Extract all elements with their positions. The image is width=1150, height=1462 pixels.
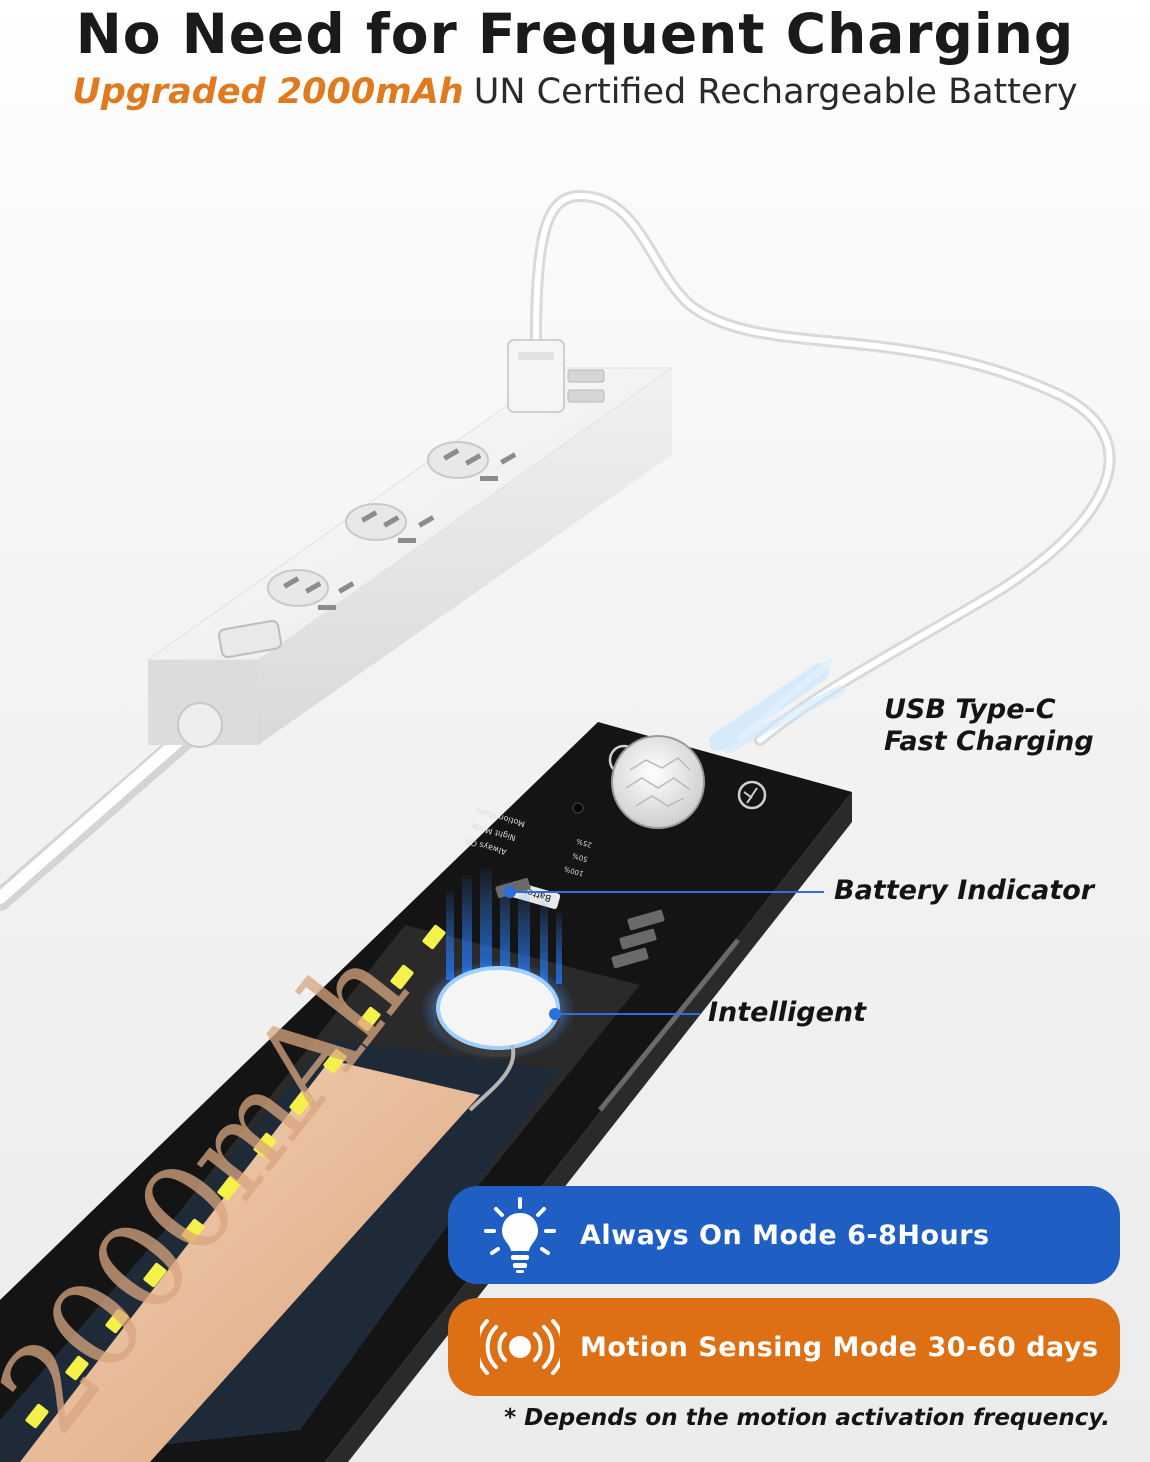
light-strip: 2000mAh Battery 100% 50% 25% Always ON N… (0, 722, 852, 1462)
page-title: No Need for Frequent Charging (75, 2, 1075, 66)
light-sensor (572, 802, 584, 814)
subtitle-text: UN Certified Rechargeable Battery (473, 72, 1078, 112)
battery-indicator-callout: Battery Indicator (834, 875, 1095, 906)
motion-sensor-icon (480, 1319, 560, 1375)
mode-indicator-2 (619, 928, 657, 950)
usb-callout: USB Type-C Fast Charging (884, 694, 1094, 758)
outlet-1 (267, 569, 355, 610)
always-on-mode-pill: Always On Mode 6-8Hours (448, 1186, 1120, 1284)
footnote: * Depends on the motion activation frequ… (504, 1405, 1110, 1431)
cord-grommet (177, 702, 223, 748)
usb-plug (507, 339, 565, 413)
motion-sensing-mode-label: Motion Sensing Mode 30-60 days (580, 1331, 1099, 1363)
mode-indicator-1 (627, 909, 665, 931)
power-cord (0, 719, 206, 911)
intelligent-callout: Intelligent (708, 997, 867, 1028)
subtitle-accent: Upgraded 2000mAh (72, 72, 464, 112)
mode-switch-icon[interactable] (737, 780, 767, 810)
outlet-2 (345, 503, 435, 543)
always-on-mode-label: Always On Mode 6-8Hours (580, 1219, 990, 1251)
power-strip (146, 367, 674, 748)
callout-lines (504, 886, 824, 1020)
battery-pack (20, 1060, 480, 1462)
light-bulb-icon (484, 1197, 556, 1273)
usb-cable (507, 189, 1116, 753)
power-switch (217, 619, 283, 659)
usb-callout-line1: USB Type-C (884, 694, 1056, 725)
usb-callout-line2: Fast Charging (884, 726, 1094, 757)
mode-indicator-3 (611, 947, 649, 969)
motion-sensing-mode-pill: Motion Sensing Mode 30-60 days (448, 1298, 1120, 1396)
pir-sensor-icon (611, 735, 705, 829)
led-row (25, 924, 446, 1429)
usb-ports (567, 369, 605, 403)
intelligent-chip (436, 966, 560, 1112)
outlet-3 (427, 441, 517, 481)
